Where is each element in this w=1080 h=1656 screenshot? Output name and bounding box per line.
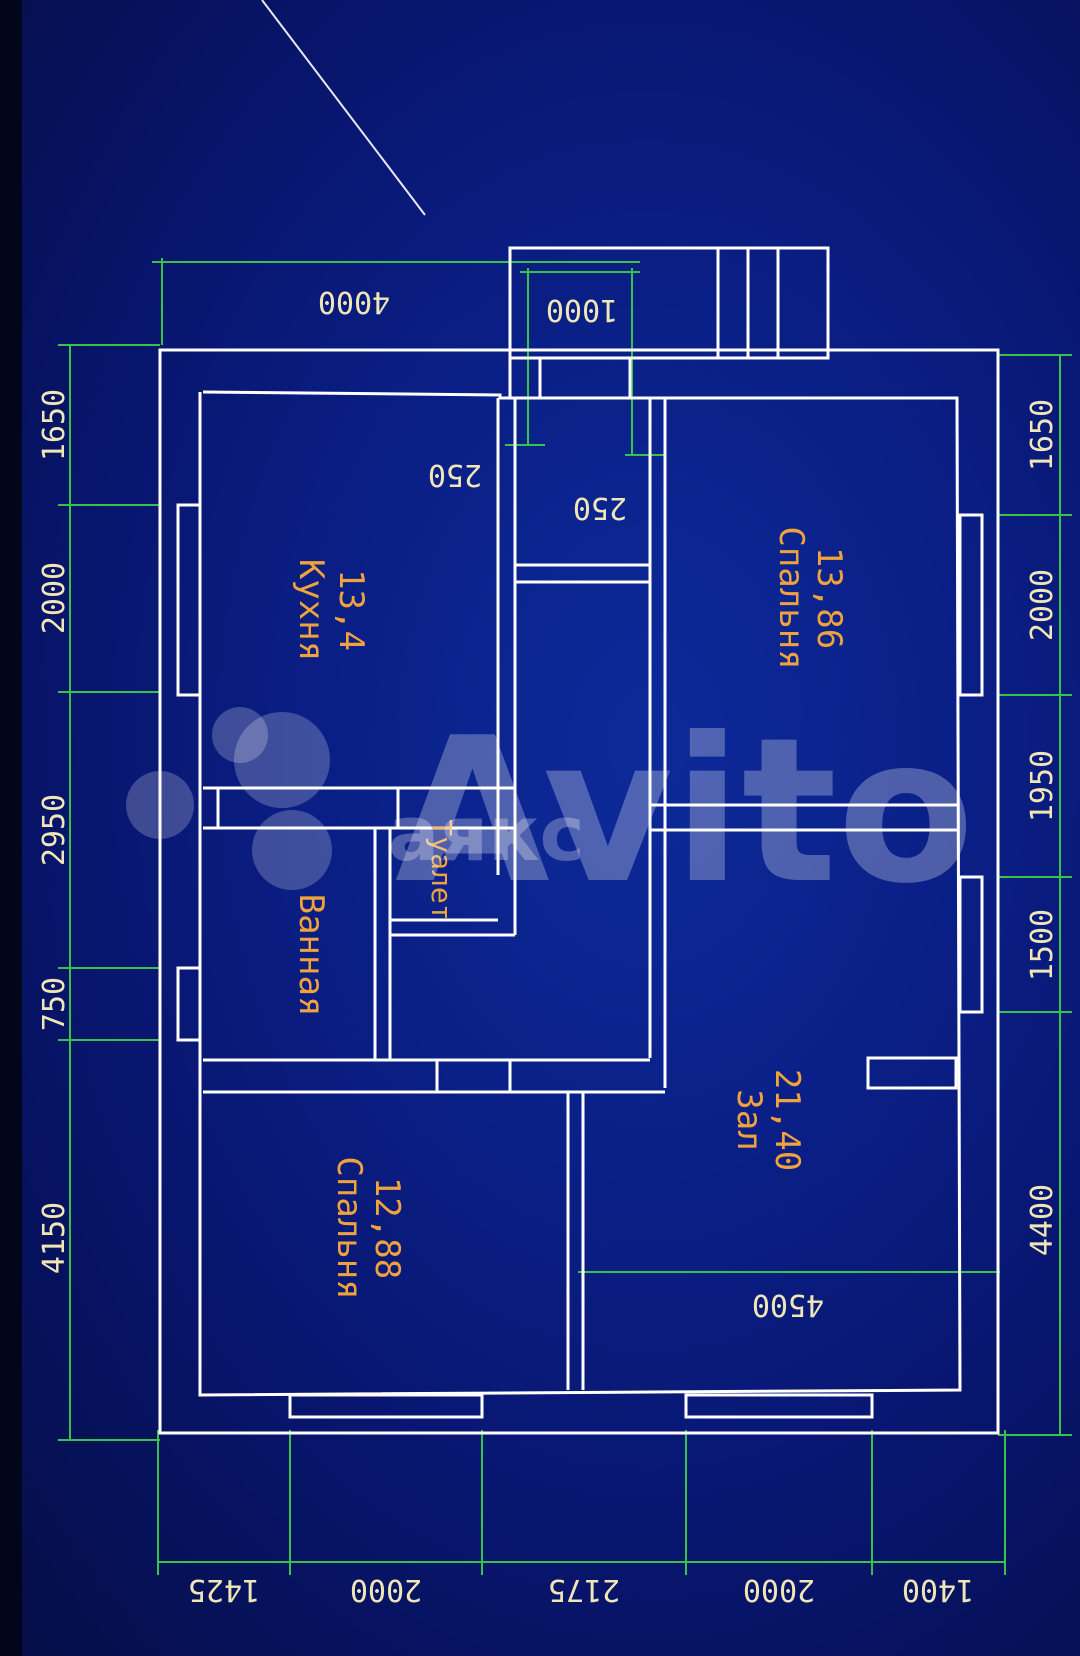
- dim-bottom-2: 2000: [350, 1572, 422, 1607]
- interior-wall: [866, 1056, 958, 1090]
- watermark-dot: [212, 707, 268, 763]
- dark-edge-strip: [0, 0, 22, 1656]
- window: [176, 503, 202, 697]
- room-hall-area: 21,40: [767, 1069, 807, 1171]
- dim-left-1: 1650: [37, 389, 72, 461]
- watermark-overlay-text: аякс: [388, 789, 585, 878]
- window: [958, 513, 984, 697]
- watermark-text: Avito: [395, 695, 975, 928]
- dim-bottom-4: 2000: [743, 1572, 815, 1607]
- inner-wall: [198, 390, 962, 1397]
- watermark-dot: [126, 771, 194, 839]
- dim-left-4: 750: [37, 977, 72, 1031]
- dim-top-width: 4000: [318, 284, 390, 319]
- room-bedroom-left-name: Спальня: [329, 1156, 369, 1299]
- dim-right-3: 1950: [1025, 750, 1060, 822]
- outer-wall: [158, 348, 1000, 1435]
- dim-bottom-3: 2175: [548, 1572, 620, 1607]
- dim-right-1: 1650: [1025, 399, 1060, 471]
- dim-bottom-1: 1425: [188, 1572, 260, 1607]
- diagonal-line: [261, 0, 426, 216]
- room-kitchen-area: 13,4: [331, 569, 371, 651]
- avito-watermark: Avito аякс: [126, 695, 975, 928]
- dim-right-4: 1500: [1025, 909, 1060, 981]
- porch-outline: [508, 246, 830, 360]
- window: [958, 875, 984, 1014]
- room-bedroom-left-area: 12,88: [367, 1177, 407, 1279]
- dim-left-3: 2950: [37, 794, 72, 866]
- dim-left-5: 4150: [37, 1202, 72, 1274]
- room-toilet-name: Туалет: [425, 819, 458, 920]
- dim-right-2: 2000: [1025, 569, 1060, 641]
- dim-bottom-5: 1400: [902, 1572, 974, 1607]
- dim-right-5: 4400: [1025, 1184, 1060, 1256]
- dim-hall-width: 4500: [752, 1287, 824, 1322]
- room-bedroom-right-area: 13,86: [809, 547, 849, 649]
- window: [684, 1393, 874, 1419]
- room-hall-name: Зал: [729, 1089, 769, 1150]
- watermark-dot: [252, 810, 332, 890]
- watermark-dot: [234, 712, 330, 808]
- dim-wall-b: 250: [573, 490, 627, 525]
- room-bathroom-name: Ванная: [291, 894, 331, 1017]
- room-kitchen-name: Кухня: [291, 559, 331, 661]
- room-bedroom-right-name: Спальня: [771, 526, 811, 669]
- dim-porch-width: 1000: [546, 292, 618, 327]
- window: [176, 966, 202, 1042]
- dim-wall-a: 250: [428, 457, 482, 492]
- dim-left-2: 2000: [37, 562, 72, 634]
- window: [288, 1393, 484, 1419]
